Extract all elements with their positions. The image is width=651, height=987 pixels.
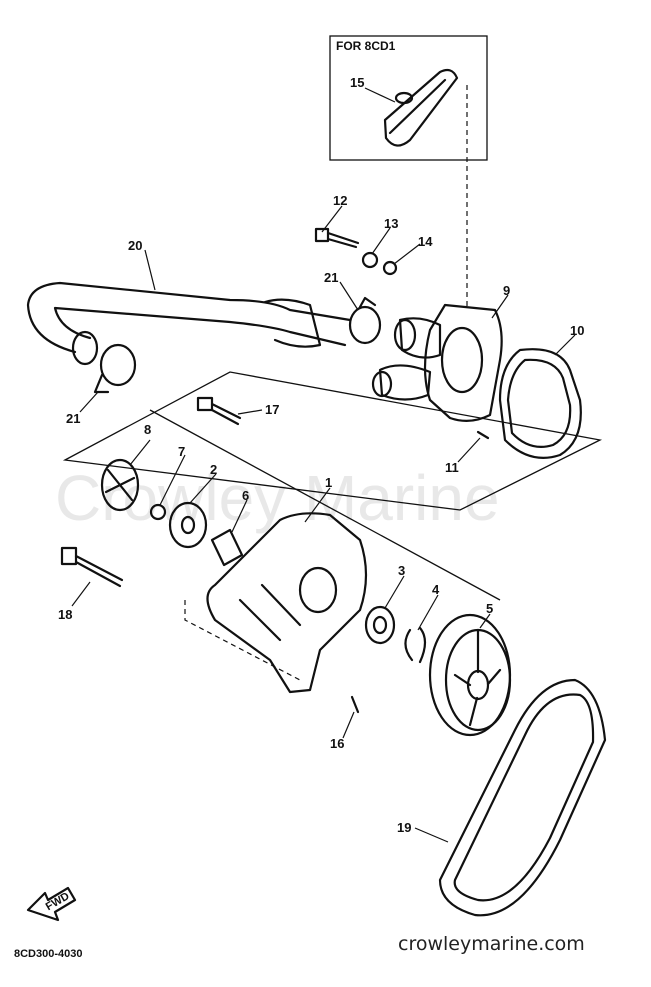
part-21-clamp-left — [93, 343, 137, 394]
upper-assembly-outline — [62, 371, 603, 511]
part-16-pin — [350, 695, 360, 714]
part-21-clamp-upper — [348, 296, 382, 345]
leader-5 — [479, 613, 491, 629]
leader-4 — [417, 594, 439, 631]
leader-7 — [159, 454, 186, 506]
part-1-housing — [206, 512, 368, 694]
callout-19: 19 — [397, 820, 411, 835]
part-5-pulley — [428, 613, 512, 737]
callout-15: 15 — [350, 75, 364, 90]
leader-1 — [304, 487, 331, 523]
callout-4: 4 — [432, 582, 440, 597]
callout-9: 9 — [503, 283, 510, 298]
leader-16 — [342, 711, 355, 739]
callout-1: 1 — [325, 475, 332, 490]
leader-17 — [237, 409, 263, 415]
leader-15 — [364, 87, 396, 103]
callout-20: 20 — [128, 238, 142, 253]
part-9-pump-cover — [371, 303, 503, 422]
callout-16: 16 — [330, 736, 344, 751]
part-3-bearing — [364, 605, 396, 645]
callout-14: 14 — [418, 234, 433, 249]
callout-2: 2 — [210, 462, 217, 477]
part-19-belt — [438, 678, 607, 917]
callout-7: 7 — [178, 444, 185, 459]
part-8-impeller — [100, 458, 140, 512]
leader-12 — [321, 205, 343, 233]
callout-3: 3 — [398, 563, 405, 578]
callout-10: 10 — [570, 323, 584, 338]
leader-3 — [384, 575, 405, 609]
fwd-arrow-icon: FWD — [26, 886, 77, 922]
part-2-plate — [168, 501, 208, 549]
callout-6: 6 — [242, 488, 249, 503]
inset-title: FOR 8CD1 — [336, 39, 396, 53]
part-6-bushing — [210, 528, 244, 567]
leader-21b — [79, 391, 99, 413]
callout-18: 18 — [58, 607, 72, 622]
leader-11 — [457, 437, 481, 463]
leader-18 — [71, 581, 91, 607]
inset-box — [329, 35, 488, 161]
leader-20 — [144, 249, 156, 291]
part-10-gasket — [498, 348, 582, 459]
part-7-seal — [149, 503, 167, 521]
diagram-code: 8CD300-4030 — [14, 948, 83, 960]
callout-21-upper: 21 — [324, 270, 338, 285]
leader-13 — [371, 227, 391, 255]
leader-19 — [414, 827, 449, 843]
part-4-circlip — [404, 626, 427, 664]
callout-21-lower: 21 — [66, 411, 80, 426]
part-18-bolt — [60, 546, 124, 588]
axis-line — [149, 409, 501, 601]
callout-12: 12 — [333, 193, 347, 208]
leader-10 — [554, 334, 576, 356]
part-11-pin — [476, 430, 490, 440]
leader-9 — [491, 294, 509, 319]
part-14-washer — [382, 260, 398, 276]
part-20-hose — [26, 281, 352, 366]
leader-6 — [231, 499, 248, 533]
callout-17: 17 — [265, 402, 279, 417]
leader-8 — [129, 439, 151, 466]
leader-21a — [339, 281, 359, 311]
part-13-washer — [361, 251, 379, 269]
site-url: crowleymarine.com — [398, 933, 585, 955]
part-12-bolt — [314, 227, 360, 249]
callout-13: 13 — [384, 216, 398, 231]
part-15-cap — [383, 68, 459, 147]
callout-5: 5 — [486, 601, 493, 616]
leader-2 — [189, 473, 217, 504]
part-17-bolt — [196, 396, 242, 426]
callout-8: 8 — [144, 422, 151, 437]
leader-14 — [393, 243, 421, 265]
callout-11: 11 — [445, 460, 459, 475]
lower-guide-line — [184, 600, 301, 681]
